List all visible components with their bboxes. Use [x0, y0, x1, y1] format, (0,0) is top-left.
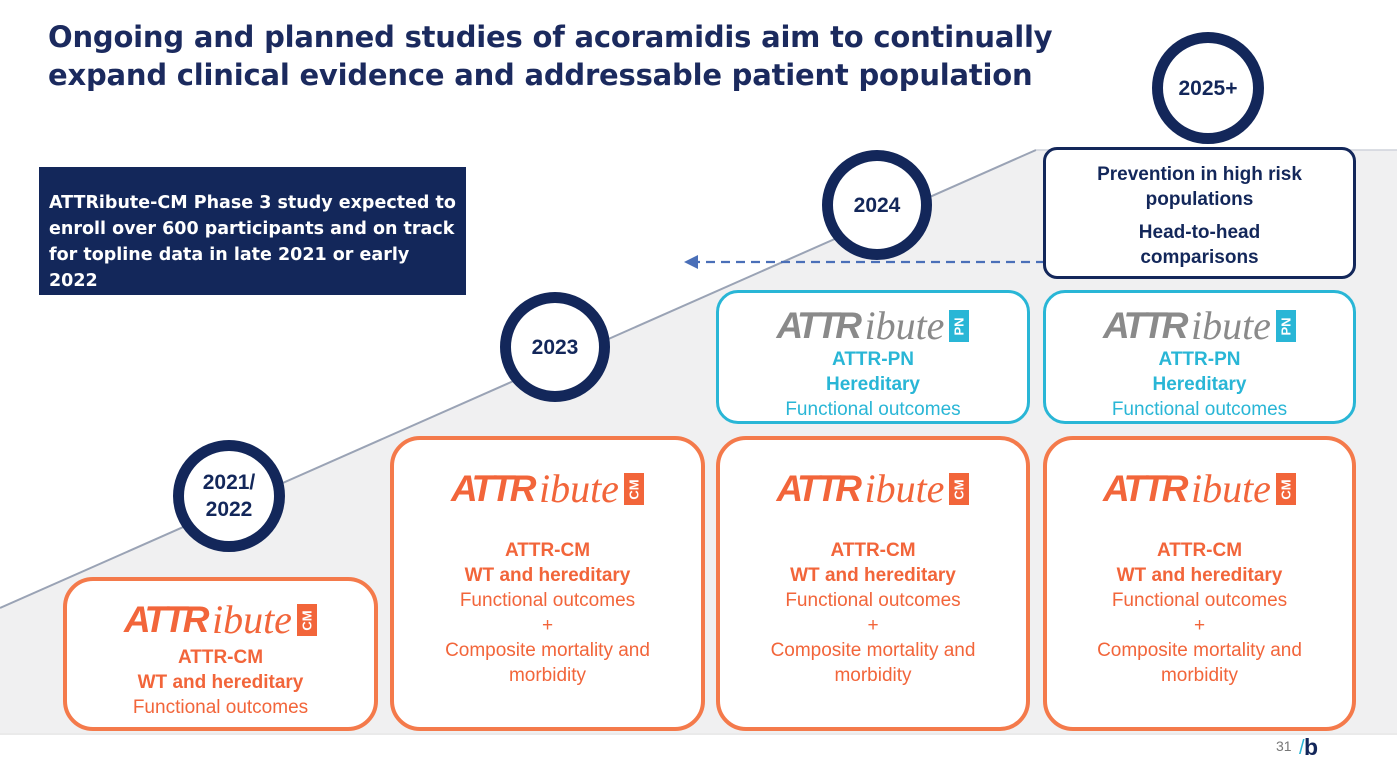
logo-brand: ATTR — [776, 468, 862, 509]
study-endpoint: Functional outcomes — [785, 590, 961, 611]
milestone-label: 2023 — [531, 335, 579, 359]
logo-tag: CM — [1275, 473, 1296, 505]
brand-logo: b — [1304, 734, 1319, 760]
study-endpoint: Functional outcomes — [1111, 590, 1288, 611]
study-endpoint-2-cont: morbidity — [508, 665, 587, 686]
logo-tag: PN — [949, 310, 970, 342]
logo-brand: ATTR — [776, 305, 862, 346]
milestone-label: 2022 — [205, 498, 253, 521]
plus-sign: + — [867, 615, 879, 636]
study-indication: ATTR-CM — [177, 647, 264, 668]
milestone-2021-2022: 2021/2022 — [173, 440, 285, 552]
study-indication: ATTR-PN — [832, 349, 914, 370]
plus-sign: + — [541, 615, 554, 636]
study-indication: ATTR-CM — [504, 540, 591, 561]
study-population: WT and hereditary — [1116, 565, 1283, 586]
future-item: populations — [1145, 189, 1254, 210]
study-endpoint: Functional outcomes — [785, 399, 961, 420]
logo-script: ibute — [864, 466, 945, 511]
callout-box: ATTRibute-CM Phase 3 study expected to e… — [39, 167, 466, 295]
brand-slash-icon: / — [1299, 737, 1305, 759]
logo-tag: CM — [623, 473, 644, 505]
milestone-2025-plus: 2025+ — [1152, 32, 1264, 144]
milestone-2023: 2023 — [500, 292, 610, 402]
logo-tag-text: PN — [1278, 316, 1294, 336]
logo-brand: ATTR — [1103, 305, 1188, 346]
future-item: Prevention in high risk — [1097, 164, 1302, 185]
future-studies-box: Prevention in high risk populations Head… — [1043, 147, 1356, 279]
logo-script: ibute — [864, 303, 945, 348]
logo-tag-text: CM — [951, 478, 967, 500]
study-endpoint: Functional outcomes — [132, 697, 309, 718]
study-endpoint-2: Composite mortality and — [1097, 640, 1302, 661]
study-indication: ATTR-PN — [1158, 349, 1241, 370]
study-endpoint-2-cont: morbidity — [1160, 665, 1239, 686]
study-endpoint-2-cont: morbidity — [834, 665, 912, 686]
study-indication: ATTR-CM — [830, 540, 916, 561]
page-title: Ongoing and planned studies of acoramidi… — [48, 20, 1053, 92]
study-endpoint-2: Composite mortality and — [445, 640, 650, 661]
study-indication: ATTR-CM — [1156, 540, 1243, 561]
study-endpoint: Functional outcomes — [1111, 399, 1288, 420]
callout-line: ATTRibute-CM Phase 3 study expected to — [49, 193, 456, 213]
logo-tag: CM — [296, 604, 317, 636]
logo-tag-text: CM — [299, 609, 315, 631]
page-number: 31 — [1276, 738, 1292, 754]
logo-brand: ATTR — [451, 468, 536, 509]
logo-brand: ATTR — [1103, 468, 1188, 509]
logo-script: ibute — [211, 597, 292, 642]
callout-line: enroll over 600 participants and on trac… — [49, 219, 455, 239]
logo-tag-text: CM — [1278, 478, 1294, 500]
future-item: comparisons — [1140, 247, 1259, 268]
logo-brand: ATTR — [124, 599, 209, 640]
milestone-label: 2024 — [853, 193, 901, 217]
callout-line: for topline data in late 2021 or early 2… — [49, 245, 410, 291]
plus-sign: + — [1193, 615, 1206, 636]
logo-tag-text: CM — [626, 478, 642, 500]
study-population: Hereditary — [1152, 374, 1247, 395]
milestone-label: 2021/ — [202, 471, 256, 494]
future-item: Head-to-head — [1138, 222, 1261, 243]
study-endpoint: Functional outcomes — [459, 590, 636, 611]
logo-tag: CM — [949, 473, 970, 505]
milestone-2024: 2024 — [822, 150, 932, 260]
logo-script: ibute — [538, 466, 619, 511]
dashed-arrow-head — [684, 255, 698, 269]
milestone-label: 2025+ — [1178, 76, 1238, 100]
study-population: WT and hereditary — [790, 565, 956, 586]
logo-tag: PN — [1275, 310, 1296, 342]
study-population: WT and hereditary — [137, 672, 304, 693]
study-endpoint-2: Composite mortality and — [770, 640, 976, 661]
logo-script: ibute — [1190, 303, 1271, 348]
logo-tag-text: PN — [951, 316, 967, 336]
study-population: Hereditary — [826, 374, 920, 395]
logo-script: ibute — [1190, 466, 1271, 511]
study-population: WT and hereditary — [464, 565, 631, 586]
